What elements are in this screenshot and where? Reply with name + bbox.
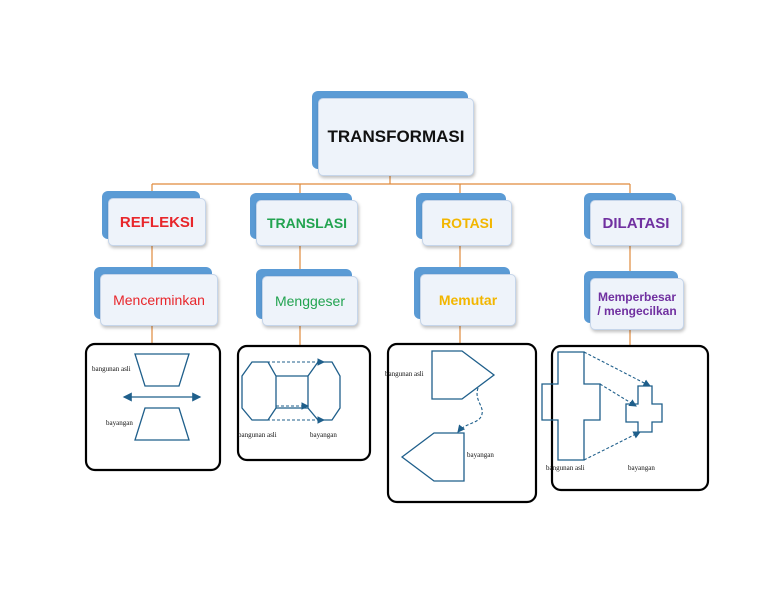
desc-dilatasi-line1: Memperbesar — [597, 290, 677, 304]
dilatasi-original-shape — [541, 351, 601, 461]
refleksi-image-label: bayangan — [106, 419, 133, 427]
refleksi-example: bangunan asli bayangan — [84, 342, 222, 472]
dilatasi-image-shape — [625, 385, 663, 433]
category-translasi-label: TRANSLASI — [266, 215, 348, 231]
desc-translasi: Menggeser — [256, 269, 358, 326]
refleksi-original-label: bangunan asli — [92, 365, 131, 373]
dilatasi-image-label: bayangan — [628, 464, 655, 472]
root-title: TRANSFORMASI — [327, 127, 465, 146]
translasi-original-shape — [241, 361, 277, 421]
translasi-original-label: bangunan asli — [238, 431, 277, 439]
category-dilatasi-label: DILATASI — [602, 214, 670, 232]
dilatasi-arrow-top — [583, 351, 651, 387]
category-rotasi-label: ROTASI — [441, 215, 493, 231]
refleksi-original-shape — [134, 353, 190, 387]
rotasi-original-shape — [431, 350, 496, 400]
rotasi-path-arrow — [457, 387, 483, 433]
dilatasi-arrow-mid — [599, 383, 637, 407]
rotasi-image-shape — [400, 432, 465, 482]
dilatasi-example: bangunan asli bayangan — [541, 344, 710, 492]
desc-translasi-label: Menggeser — [274, 293, 346, 309]
desc-dilatasi-line2: / mengecilkan — [597, 304, 677, 318]
desc-refleksi-label: Mencerminkan — [113, 292, 205, 308]
translasi-image-shape — [307, 361, 341, 421]
rotasi-example: bangunan asli bayangan — [385, 342, 538, 504]
desc-dilatasi: Memperbesar / mengecilkan — [584, 271, 684, 330]
rotasi-image-label: bayangan — [467, 451, 494, 459]
rotasi-original-label: bangunan asli — [385, 370, 424, 378]
root-node: TRANSFORMASI — [312, 91, 474, 176]
category-dilatasi: DILATASI — [584, 193, 682, 246]
category-refleksi-label: REFLEKSI — [119, 213, 195, 231]
desc-rotasi-label: Memutar — [438, 292, 498, 308]
dilatasi-original-label: bangunan asli — [546, 464, 585, 472]
translasi-example: bangunan asli bayangan — [236, 344, 372, 462]
refleksi-image-shape — [134, 407, 190, 441]
translasi-image-label: bayangan — [310, 431, 337, 439]
category-rotasi: ROTASI — [416, 193, 512, 246]
category-refleksi: REFLEKSI — [102, 191, 206, 246]
desc-refleksi: Mencerminkan — [94, 267, 218, 326]
category-translasi: TRANSLASI — [250, 193, 358, 246]
dilatasi-arrow-bottom — [583, 431, 641, 461]
desc-rotasi: Memutar — [414, 267, 516, 326]
